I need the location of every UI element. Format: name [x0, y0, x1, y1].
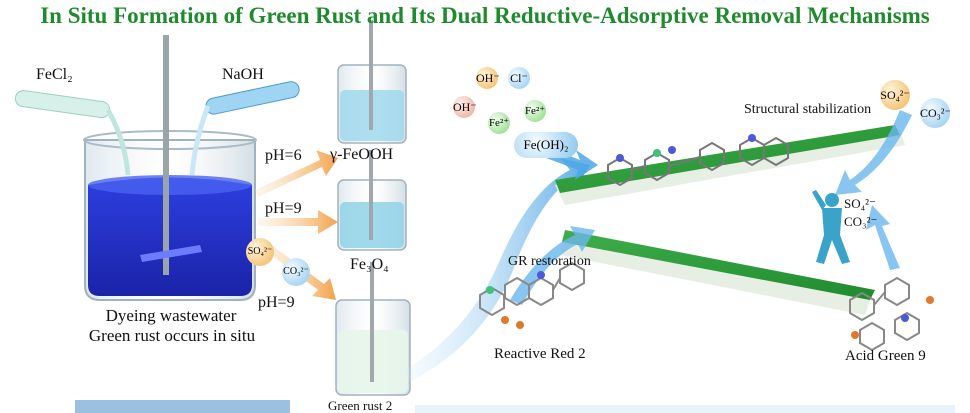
label-naoh: NaOH — [222, 66, 264, 83]
acid-green-9-atoms — [851, 296, 934, 339]
arrow-anions-in — [835, 110, 912, 195]
label-reactive-red-2: Reactive Red 2 — [494, 346, 586, 362]
beaker-fe3o4 — [337, 150, 407, 251]
label-structural-stabilization: Structural stabilization — [744, 102, 872, 117]
arrow-restoration — [510, 226, 595, 305]
upper-plate — [555, 125, 905, 205]
beaker-feooh — [337, 20, 407, 144]
caption-line-2: Green rust occurs in situ — [88, 326, 256, 345]
label-gr-restoration: GR restoration — [508, 254, 591, 269]
ion-fe2-a: Fe²⁺ — [524, 100, 546, 122]
large-beaker — [83, 35, 257, 301]
reactive-red-2-atoms — [486, 271, 545, 329]
label-acid-green-9: Acid Green 9 — [845, 348, 926, 364]
label-ph-9-b: pH=9 — [258, 294, 295, 311]
arrow-to-mechanism — [405, 158, 590, 382]
acid-green-9-molecule — [849, 276, 920, 352]
ion-so4-right: SO₄²⁻ — [880, 80, 910, 110]
ion-co3-right: CO₃²⁻ — [920, 98, 951, 128]
ion-feoh2: Fe(OH)₂ — [514, 132, 578, 158]
label-interlayer-so4: SO₄²⁻ — [844, 196, 876, 211]
ion-oh-2: OH⁻ — [453, 96, 477, 118]
photo-strip-right — [415, 405, 955, 413]
ion-fe2-b: Fe²⁺ — [488, 112, 510, 134]
beaker-green-rust — [335, 262, 411, 396]
ion-co3-left: CO₃²⁻ — [282, 258, 310, 286]
naoh-tube — [189, 81, 300, 176]
arrow-ph9-a — [258, 210, 338, 234]
label-green-rust-2: Green rust 2 — [328, 398, 393, 413]
photo-strip-left — [75, 400, 290, 413]
label-fecl2: FeCl₂ — [36, 66, 73, 83]
diagram-title: In Situ Formation of Green Rust and Its … — [40, 3, 930, 28]
ion-so4-left: SO₄²⁻ — [246, 238, 274, 266]
fecl2-tube — [14, 90, 131, 176]
label-ph-9-a: pH=9 — [265, 200, 302, 217]
ion-cl: Cl⁻ — [508, 67, 530, 89]
arrow-ph6 — [255, 150, 338, 197]
label-ph-6: pH=6 — [265, 147, 302, 164]
label-gamma-feooh: γ-FeOOH — [330, 146, 394, 163]
ion-oh-1: OH⁻ — [476, 67, 500, 89]
lower-plate — [560, 230, 875, 315]
stabilizing-figure — [812, 190, 850, 264]
label-fe3o4: Fe₃O₄ — [350, 256, 389, 273]
caption-line-1: Dyeing wastewater — [105, 306, 237, 325]
arrow-acid-green — [866, 205, 900, 270]
molecule-atoms — [616, 134, 756, 162]
label-interlayer-co3: CO₃²⁻ — [844, 214, 878, 229]
